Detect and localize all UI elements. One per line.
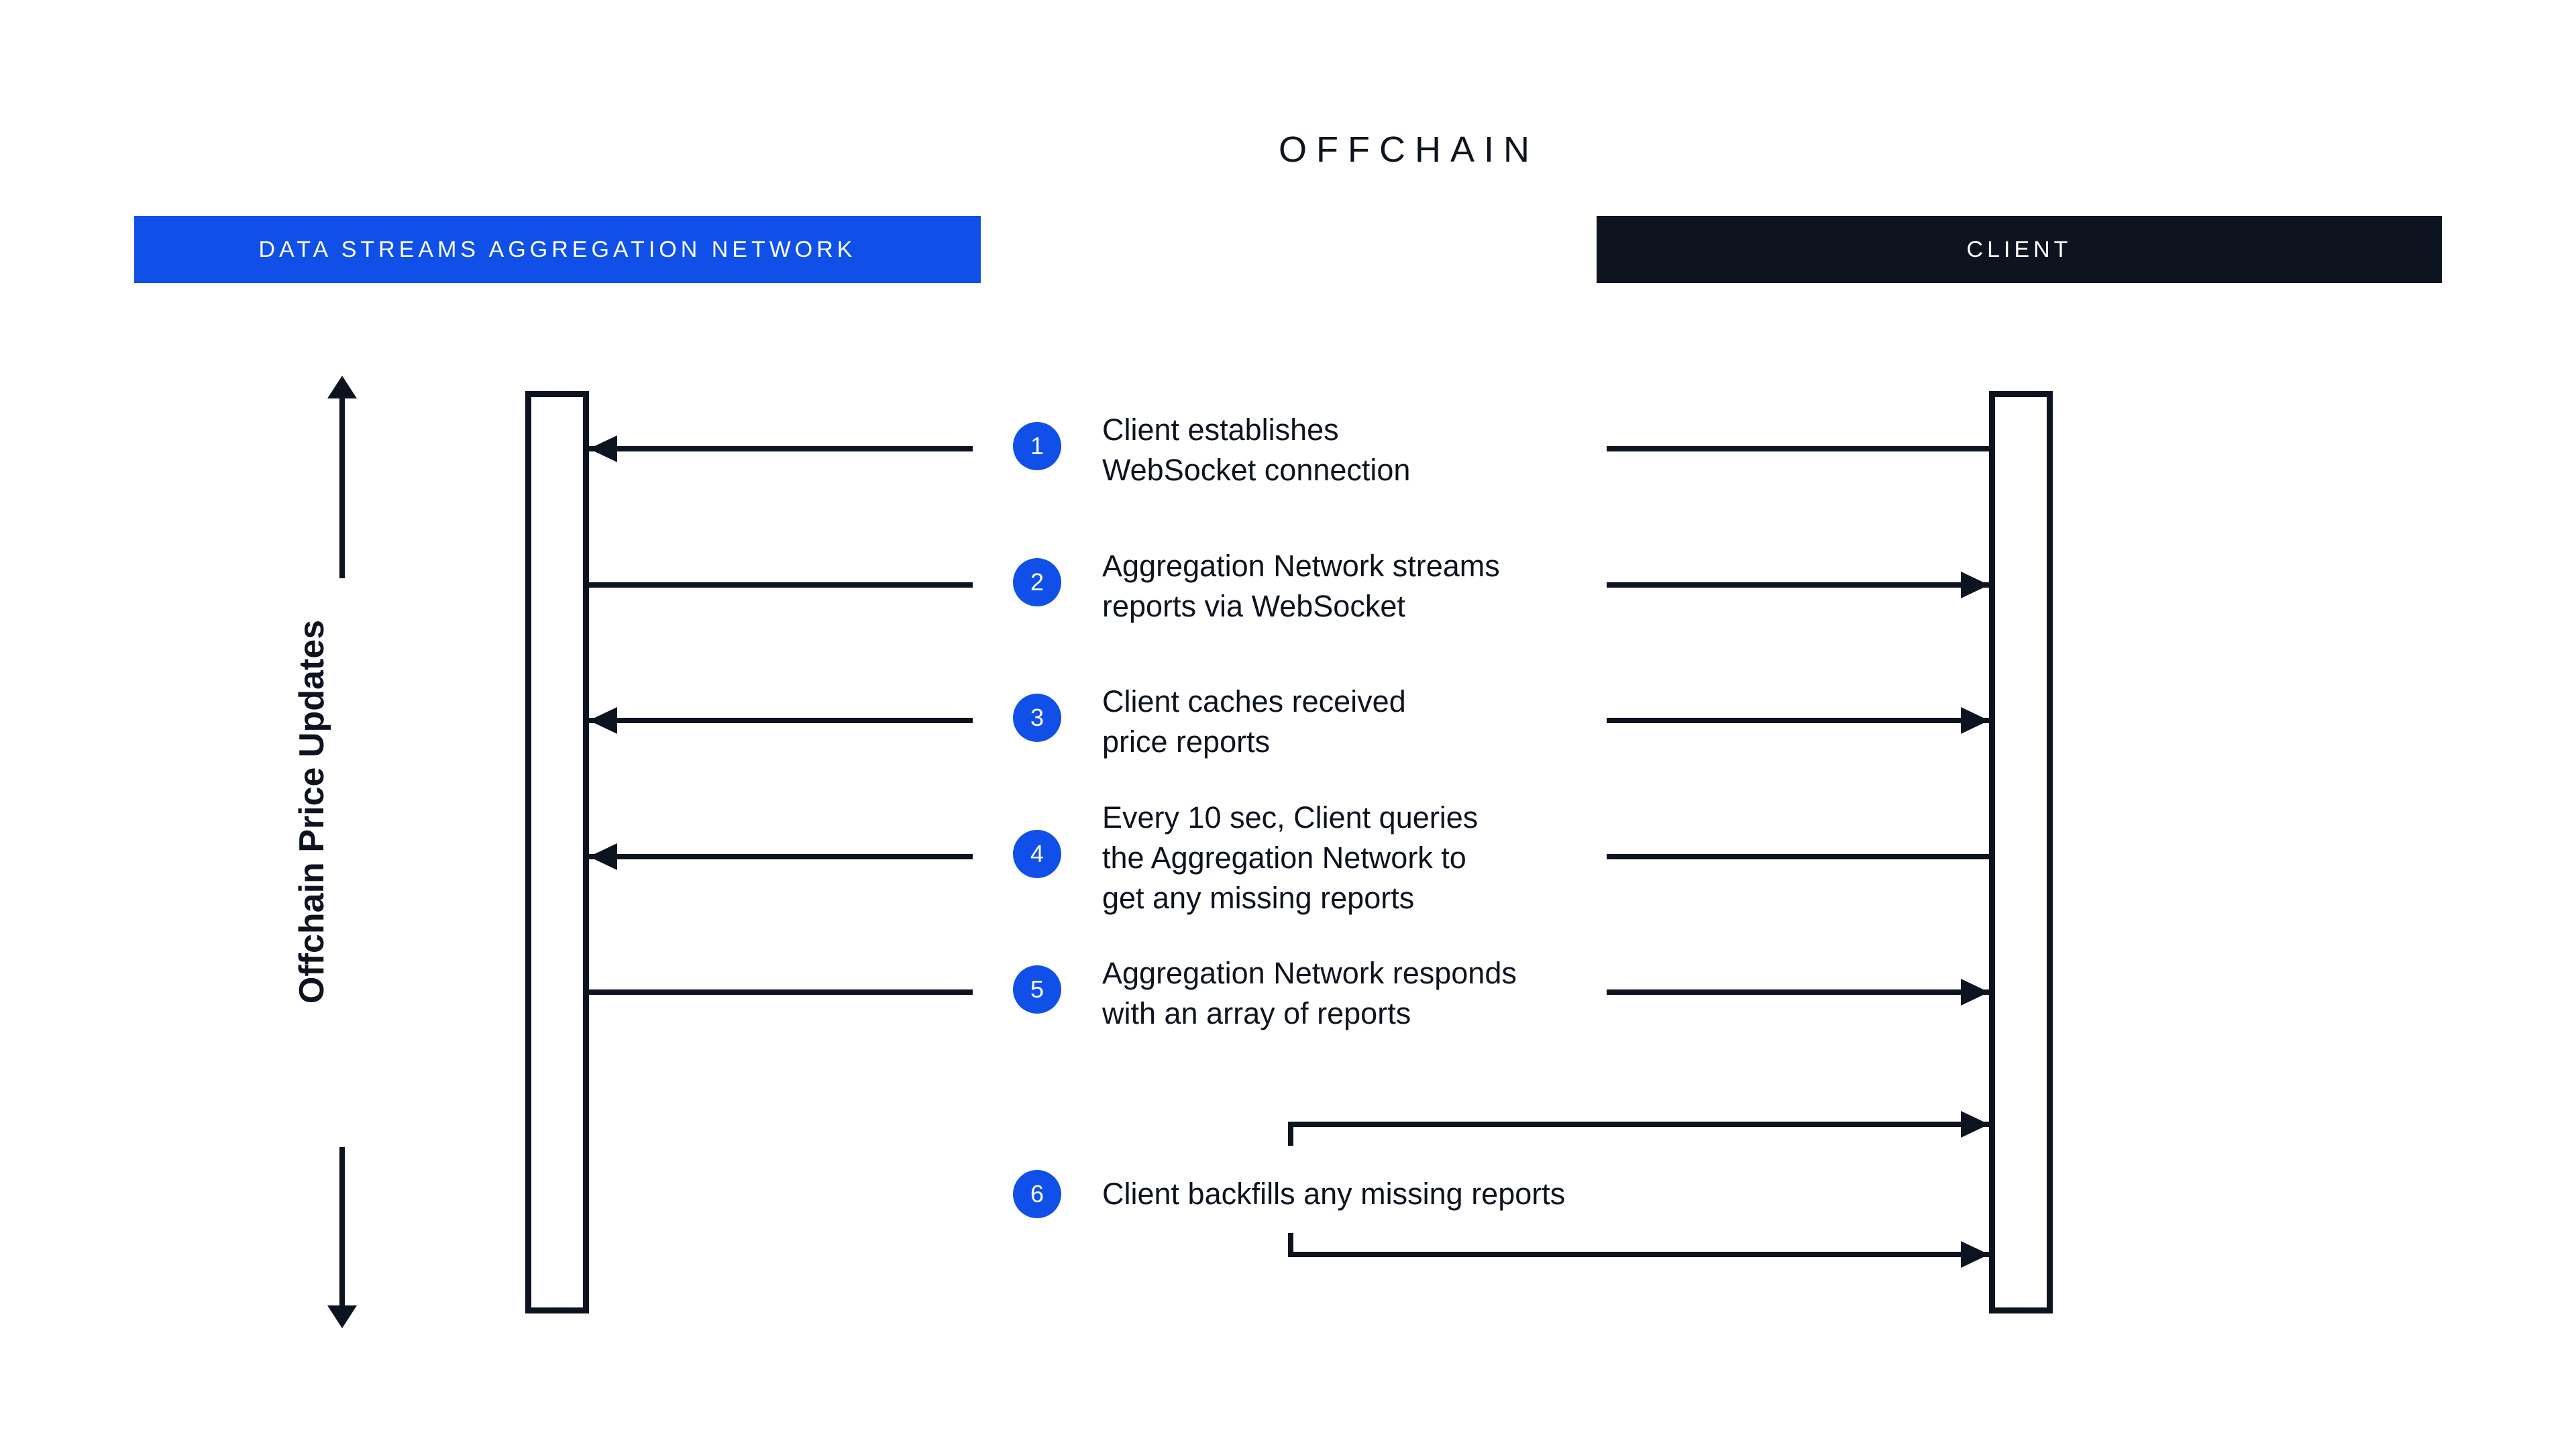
arrow-left-icon-4: [589, 843, 617, 870]
connector-right-2: [1607, 582, 1989, 588]
step-number-1: 1: [1030, 432, 1044, 460]
step-label-1: Client establishes WebSocket connection: [1102, 413, 1411, 487]
connector-left-1: [589, 446, 973, 451]
arrow-down-icon: [327, 1305, 357, 1328]
arrow-right-icon-3: [1961, 707, 1989, 734]
step-label-3: Client caches received price reports: [1102, 684, 1406, 759]
arrow-right-icon-6a: [1961, 1111, 1989, 1138]
step-badge-2[interactable]: 2: [1013, 558, 1061, 606]
self-loop-stub-bottom: [1288, 1233, 1293, 1257]
arrow-right-icon-5: [1961, 979, 1989, 1006]
connector-right-1: [1607, 446, 1989, 451]
axis-line-top: [339, 390, 345, 578]
self-loop-line-top: [1288, 1122, 1989, 1127]
connector-left-5: [589, 989, 973, 995]
step-number-3: 3: [1030, 704, 1044, 731]
axis-label: Offchain Price Updates: [292, 619, 331, 1004]
arrow-left-icon-1: [589, 435, 617, 462]
self-loop-stub-top: [1288, 1122, 1293, 1146]
lane-header-client-label: CLIENT: [1966, 236, 2072, 262]
connector-right-4: [1607, 854, 1989, 859]
step-number-2: 2: [1030, 568, 1044, 596]
step-badge-3[interactable]: 3: [1013, 694, 1061, 742]
lifeline-client: [1989, 391, 2053, 1313]
step-badge-6[interactable]: 6: [1013, 1170, 1061, 1218]
connector-right-5: [1607, 989, 1989, 995]
connector-left-3: [589, 718, 973, 723]
step-number-6: 6: [1030, 1180, 1044, 1208]
lane-header-client: CLIENT: [1597, 216, 2442, 283]
connector-left-4: [589, 854, 973, 859]
step-badge-5[interactable]: 5: [1013, 965, 1061, 1014]
step-badge-1[interactable]: 1: [1013, 422, 1061, 470]
connector-left-2: [589, 582, 973, 588]
step-number-4: 4: [1030, 840, 1044, 867]
arrow-right-icon-2: [1961, 572, 1989, 598]
step-label-4: Every 10 sec, Client queries the Aggrega…: [1102, 800, 1479, 915]
step-label-6: Client backfills any missing reports: [1102, 1177, 1566, 1211]
lane-header-aggregation-network-label: DATA STREAMS AGGREGATION NETWORK: [258, 236, 857, 262]
self-loop-line-bottom: [1288, 1252, 1989, 1257]
step-badge-4[interactable]: 4: [1013, 830, 1061, 878]
step-label-5: Aggregation Network responds with an arr…: [1102, 956, 1517, 1030]
page-title: OFFCHAIN: [1279, 129, 1539, 170]
step-number-5: 5: [1030, 975, 1044, 1003]
lane-header-aggregation-network: DATA STREAMS AGGREGATION NETWORK: [134, 216, 981, 283]
arrow-right-icon-6b: [1961, 1241, 1989, 1268]
step-label-2: Aggregation Network streams reports via …: [1102, 549, 1500, 623]
lifeline-aggregation-network: [525, 391, 589, 1313]
arrow-left-icon-3: [589, 707, 617, 734]
offchain-price-updates-axis: Offchain Price Updates: [282, 376, 402, 1335]
axis-line-bottom: [339, 1147, 345, 1308]
connector-right-3: [1607, 718, 1989, 723]
